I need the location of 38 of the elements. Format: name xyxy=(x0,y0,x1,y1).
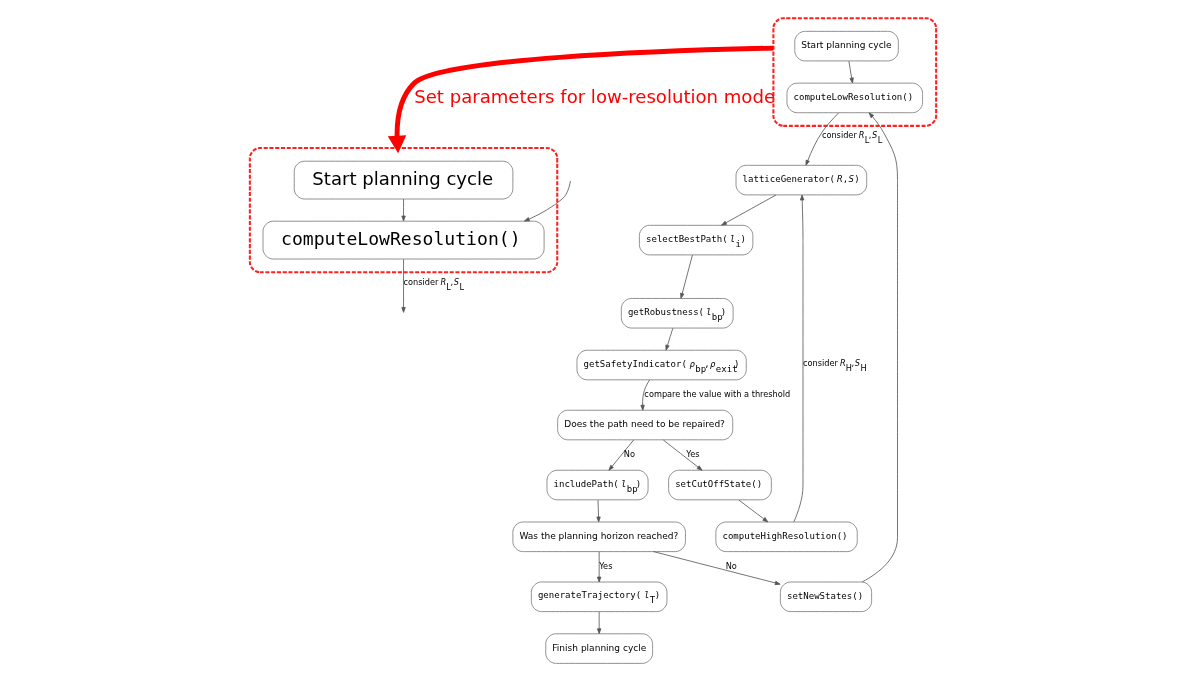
arrow xyxy=(793,194,805,523)
node-box: computeHighResolution() xyxy=(715,521,858,552)
node-box: Does the path need to be repaired? xyxy=(557,409,734,441)
edge-label: No xyxy=(623,449,635,460)
node-box: setCutOffState() xyxy=(668,469,772,501)
node-box: computeLowResolution() xyxy=(786,82,923,114)
edge-label: Yes xyxy=(599,560,613,571)
cluster xyxy=(772,17,938,127)
arrow xyxy=(665,327,674,351)
arrow xyxy=(653,551,781,586)
arrow xyxy=(524,180,571,222)
node-box: setNewStates() xyxy=(780,581,873,612)
arrow xyxy=(848,60,854,84)
arrow xyxy=(608,439,635,471)
arrow xyxy=(738,499,769,523)
arrow xyxy=(597,611,602,635)
arrow xyxy=(861,112,898,583)
arrow xyxy=(387,45,774,154)
node-box: computeLowResolution() xyxy=(262,220,545,260)
edge-label: Set parameters for low-resolution mode xyxy=(414,85,776,107)
arrow xyxy=(401,198,406,222)
node-box: latticeGenerator(R,S) xyxy=(735,164,868,196)
arrow xyxy=(401,258,406,313)
arrow xyxy=(662,439,703,471)
node-box: Start planning cycle xyxy=(794,30,899,62)
arrow xyxy=(640,379,651,411)
arrow xyxy=(680,254,693,299)
arrow xyxy=(596,499,601,523)
node-box: Was the planning horizon reached? xyxy=(512,521,686,552)
edge-label: compare the value with a threshold xyxy=(644,389,791,400)
node-box: Finish planning cycle xyxy=(545,633,653,664)
arrow xyxy=(597,551,602,583)
arrow xyxy=(805,112,840,166)
edge-label: No xyxy=(725,560,737,571)
cluster xyxy=(248,147,559,274)
arrow xyxy=(721,194,777,226)
edge-label: Yes xyxy=(686,449,700,460)
node-box: Start planning cycle xyxy=(293,160,514,200)
